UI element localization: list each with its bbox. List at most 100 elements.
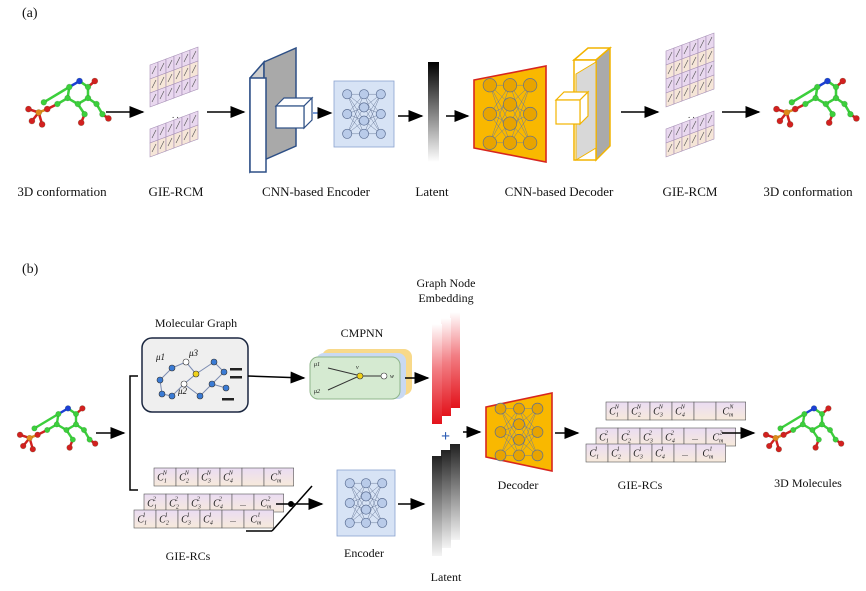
net-edge xyxy=(346,94,365,121)
rc-label: C3N xyxy=(653,405,664,419)
cell-glyph xyxy=(683,73,689,83)
rc-ellipsis: ... xyxy=(692,433,698,442)
label-molecular-graph: Molecular Graph xyxy=(154,316,238,330)
arrow-graph-cmpnn xyxy=(247,371,306,384)
net-edge xyxy=(363,94,382,121)
neuron xyxy=(482,78,497,93)
cmpnn-label: w xyxy=(390,374,394,380)
cell-glyph xyxy=(191,78,197,88)
atom xyxy=(783,109,791,116)
atom xyxy=(786,121,794,128)
rc-label: C22 xyxy=(169,497,179,511)
cell-glyph xyxy=(707,64,713,74)
cell-glyph xyxy=(175,56,181,66)
atom xyxy=(81,111,88,118)
cell-glyph xyxy=(707,50,713,60)
cnn-decoder-block xyxy=(554,46,613,162)
atom xyxy=(801,410,808,418)
atom xyxy=(841,100,848,108)
label-cnn-encoder: CNN-based Encoder xyxy=(262,184,370,199)
neuron xyxy=(375,128,386,139)
net-edge xyxy=(518,408,538,456)
cell-glyph xyxy=(683,123,689,133)
neuron xyxy=(359,128,369,139)
neuron xyxy=(361,478,371,489)
cell-glyph xyxy=(675,62,681,72)
atom xyxy=(810,405,818,412)
cell-glyph xyxy=(667,51,673,61)
atom xyxy=(802,100,809,108)
atom xyxy=(66,444,73,451)
net-edge xyxy=(346,107,365,134)
net-edge xyxy=(509,85,531,124)
cell-glyph xyxy=(699,81,705,91)
node-v xyxy=(356,372,364,380)
rc-label: C42 xyxy=(213,497,223,511)
cell-glyph xyxy=(683,87,689,97)
cmpnn-label: μ2 xyxy=(314,389,320,395)
atom xyxy=(826,426,834,434)
atom xyxy=(818,410,826,418)
label-3d-molecules: 3D Molecules xyxy=(774,476,842,490)
atom xyxy=(832,94,840,102)
net-edge xyxy=(489,104,511,143)
atom xyxy=(790,426,797,434)
cell-glyph xyxy=(699,131,705,141)
rc-label: C11 xyxy=(589,447,599,461)
rc-label: C4N xyxy=(675,405,686,419)
rc-cell xyxy=(715,401,747,421)
atom xyxy=(799,421,806,428)
panel-a-tag: (a) xyxy=(22,6,38,21)
feature-bar xyxy=(230,368,242,371)
cell-glyph xyxy=(183,67,189,77)
atom xyxy=(824,77,831,85)
atom xyxy=(788,99,795,106)
atom xyxy=(99,111,106,118)
atom xyxy=(838,440,845,447)
cell-glyph xyxy=(707,128,713,138)
graph-node xyxy=(220,368,228,376)
atom xyxy=(29,446,36,453)
rc-label: C22 xyxy=(621,431,631,445)
selector-switch xyxy=(246,485,324,532)
label-gie-rcs-out: GIE-RCs xyxy=(617,478,663,492)
rc-label: CmN xyxy=(270,471,282,485)
atom xyxy=(25,105,32,113)
graph-label: μ3 xyxy=(188,348,199,358)
atom xyxy=(91,77,99,85)
atom xyxy=(92,440,99,447)
atom xyxy=(66,83,73,91)
cell-glyph xyxy=(175,134,181,144)
net-edge xyxy=(349,496,367,523)
atom xyxy=(105,115,112,122)
graph-node xyxy=(182,358,190,366)
graph-edge xyxy=(183,383,201,397)
neuron xyxy=(513,449,525,462)
rc-label: Cm1 xyxy=(250,513,262,527)
matrix-ellipsis: . . . xyxy=(172,110,183,120)
cell-glyph xyxy=(683,59,689,69)
cell-glyph xyxy=(159,126,165,136)
neuron xyxy=(531,402,544,415)
atom xyxy=(20,442,27,450)
gie-rcm-matrix-output: . . . xyxy=(665,32,715,158)
cell-glyph xyxy=(175,70,181,80)
neuron xyxy=(361,504,371,515)
neuron xyxy=(342,89,353,100)
neuron xyxy=(361,491,371,502)
neuron xyxy=(513,433,525,446)
atom xyxy=(64,94,71,102)
neuron xyxy=(342,128,353,139)
latent-stack-b xyxy=(432,444,460,556)
cell-glyph xyxy=(151,65,157,75)
label-decoder: Decoder xyxy=(497,478,539,492)
atom xyxy=(825,119,833,127)
rc-ellipsis: ... xyxy=(682,449,688,458)
branch-bracket xyxy=(129,375,138,491)
cell-glyph xyxy=(167,59,173,69)
cell-glyph xyxy=(191,50,197,60)
neuron xyxy=(377,498,388,508)
cell-glyph xyxy=(167,73,173,83)
label-cnn-decoder: CNN-based Decoder xyxy=(504,184,614,199)
rc-cell xyxy=(695,443,727,463)
